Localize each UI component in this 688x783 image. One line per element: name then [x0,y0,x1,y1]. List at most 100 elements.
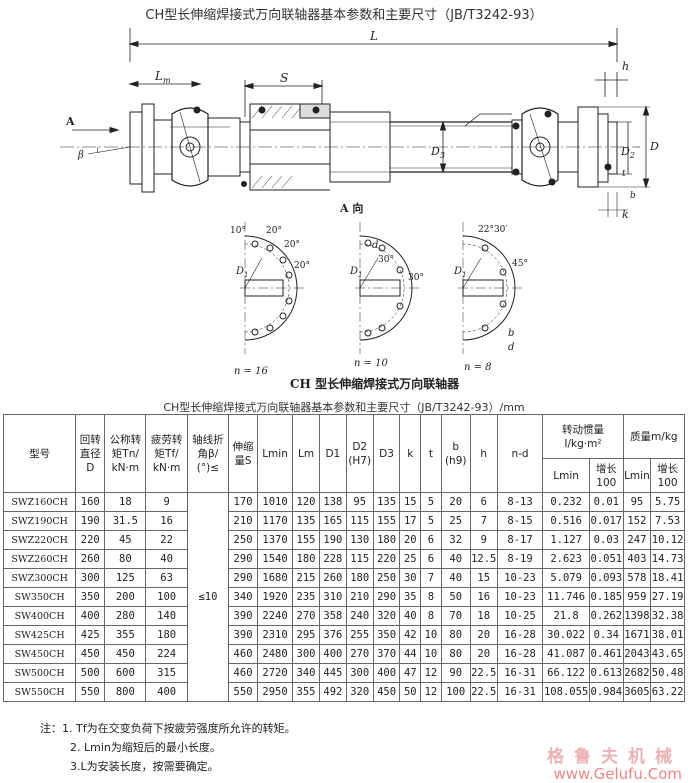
cell-i-inc: 0.03 [588,530,624,550]
cell-tf: 40 [145,549,188,569]
angle-20-label-1: 20° [266,226,282,236]
watermark-url: www.Gelufu.Com [553,765,682,783]
cell-s: 460 [228,644,258,664]
cell-k: 47 [399,663,422,683]
cell-d: 350 [75,587,106,607]
cell-m-inc: 7.53 [650,511,685,531]
cell-nd: 16-28 [496,625,544,645]
cell-k: 15 [399,492,422,512]
cell-m: 578 [622,568,652,588]
cell-m: 3605 [622,682,652,702]
cell-b: 50 [440,587,471,607]
cell-model: SW550CH [2,682,77,702]
cell-b: 25 [440,511,471,531]
cell-i: 0.232 [542,492,590,512]
cell-i-inc: 0.093 [588,568,624,588]
cell-s: 460 [228,663,258,683]
cell-t: 8 [420,606,442,626]
drawing-caption: CH 型长伸缩焊接式万向联轴器 [290,376,460,391]
cell-lmin: 2240 [256,606,294,626]
cell-i: 108.055 [542,682,590,702]
cell-i: 11.746 [542,587,590,607]
cell-s: 250 [228,530,258,550]
cell-i-inc: 0.613 [588,663,624,683]
cell-d1: 376 [318,625,347,645]
header-inertia-lmin: Lmin [542,458,590,493]
cell-tn: 280 [104,606,147,626]
dim-h-label: h [622,60,629,73]
cell-t: 10 [420,644,442,664]
cell-d1: 260 [318,568,347,588]
cell-h: 16 [469,587,498,607]
dim-Lm-label: Lm [154,69,171,85]
cell-tn: 45 [104,530,147,550]
cell-d3: 135 [372,492,401,512]
cell-t: 12 [420,663,442,683]
cell-m: 2043 [622,644,652,664]
cell-tf: 315 [145,663,188,683]
cell-model: SWZ190CH [2,511,77,531]
cell-lm: 300 [292,644,320,664]
cell-lm: 180 [292,549,320,569]
cell-b: 90 [440,663,471,683]
cell-h: 7 [469,511,498,531]
b-label-3: b [508,328,514,339]
cell-d2: 320 [345,682,374,702]
cell-nd: 10-23 [496,568,544,588]
header-t: t [420,414,442,493]
cell-lmin: 2480 [256,644,294,664]
cell-b: 40 [440,549,471,569]
header-Lmin: Lmin [256,414,294,493]
cell-nd: 8-17 [496,530,544,550]
cell-d1: 445 [318,663,347,683]
view-A-arrow-label: A [65,115,75,128]
cell-d2: 180 [345,568,374,588]
header-Tf: 疲劳转矩Tf/kN·m [145,414,188,493]
header-D1: D1 [318,414,347,493]
angle-30-label-2: 30° [408,273,424,283]
cell-lmin: 1010 [256,492,294,512]
cell-d3: 180 [372,530,401,550]
cell-b: 20 [440,492,471,512]
cell-model: SWZ260CH [2,549,77,569]
angle-20-label-2: 20° [284,240,300,250]
cell-h: 20 [469,644,498,664]
cell-model: SWZ220CH [2,530,77,550]
cell-lmin: 2950 [256,682,294,702]
dim-t-label: t [622,169,626,179]
cell-d3: 370 [372,644,401,664]
cell-m-inc: 10.12 [650,530,685,550]
cell-s: 290 [228,568,258,588]
cell-k: 30 [399,568,422,588]
n8-label: n = 8 [464,362,492,373]
cell-tf: 9 [145,492,188,512]
cell-k: 17 [399,511,422,531]
cell-b: 70 [440,606,471,626]
cell-lmin: 2720 [256,663,294,683]
cell-nd: 16-31 [496,663,544,683]
D1-label-3: D1 [453,266,467,279]
cell-m-inc: 32.38 [650,606,685,626]
cell-lmin: 1920 [256,587,294,607]
cell-model: SW425CH [2,625,77,645]
cell-d3: 250 [372,568,401,588]
cell-k: 50 [399,682,422,702]
cell-tn: 355 [104,625,147,645]
cell-k: 20 [399,530,422,550]
cell-m-inc: 18.41 [650,568,685,588]
header-k: k [399,414,422,493]
dim-S-label: S [280,71,288,85]
cell-d3: 155 [372,511,401,531]
cell-h: 9 [469,530,498,550]
cell-d: 500 [75,663,106,683]
cell-s: 390 [228,606,258,626]
D1-label-2: D1 [349,266,363,279]
cell-m-inc: 5.75 [650,492,685,512]
cell-i: 5.079 [542,568,590,588]
